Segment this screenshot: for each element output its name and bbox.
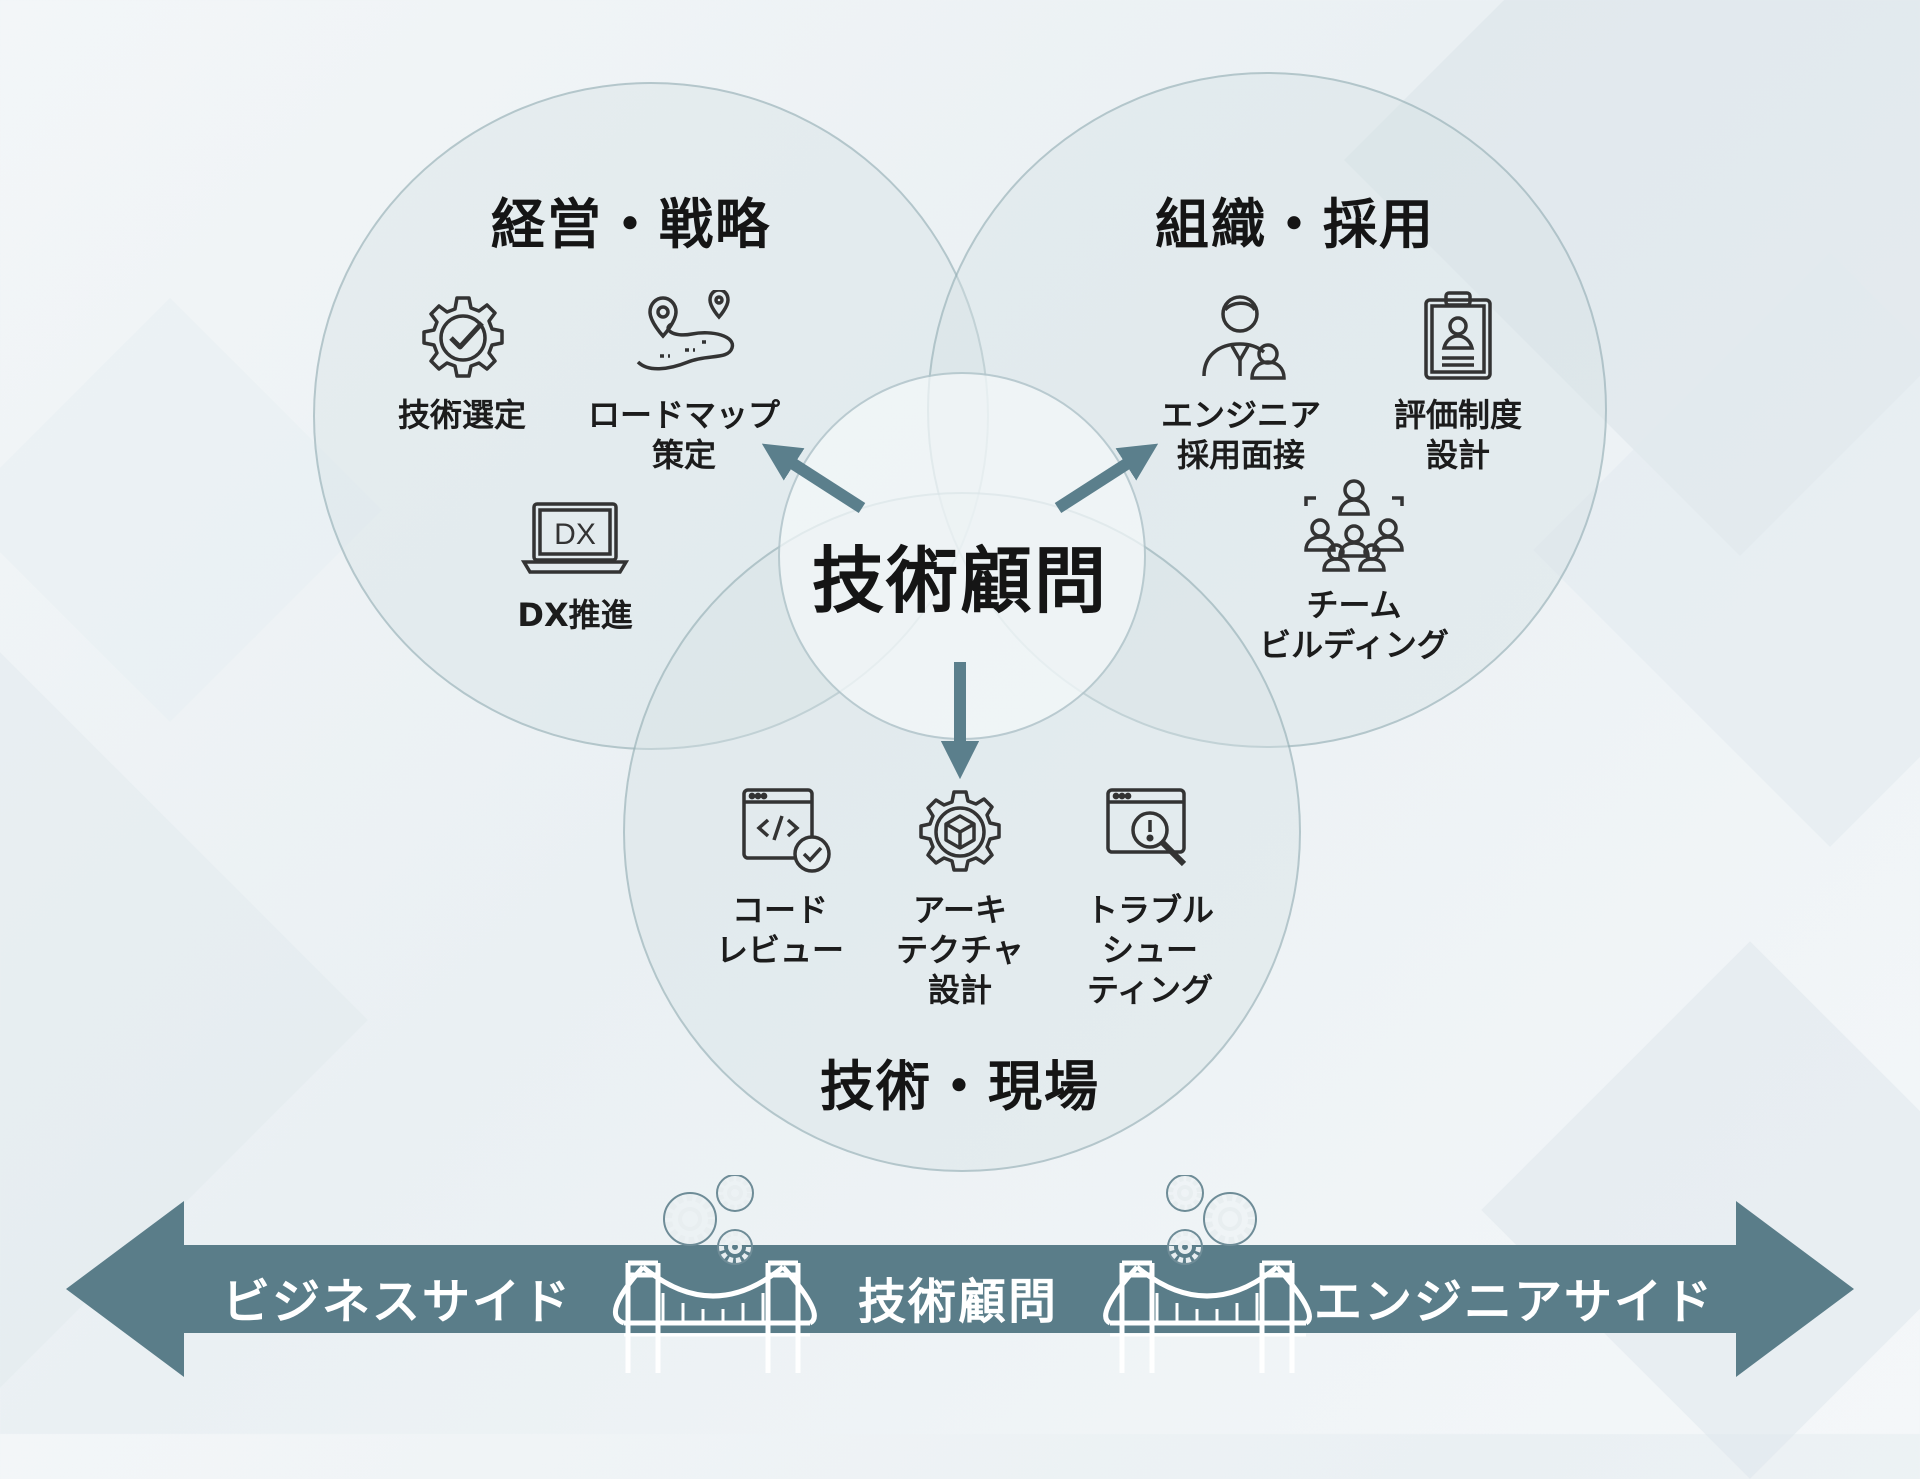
bridge-bar xyxy=(66,1175,1854,1377)
technology-title: 技術・現場 xyxy=(820,1055,1100,1118)
engineer-side-label: エンジニアサイド xyxy=(1314,1274,1715,1330)
item-label-roadmap: ロードマップ 策定 xyxy=(587,396,781,474)
troubleshoot-icon xyxy=(1104,786,1200,876)
item-label-troubleshooting: トラブル シュー ティング xyxy=(1085,891,1215,1009)
gear-check-icon xyxy=(415,290,511,386)
business-side-label: ビジネスサイド xyxy=(222,1274,573,1330)
gear-cube-icon xyxy=(914,786,1006,878)
item-label-tech-selection: 技術選定 xyxy=(397,396,527,434)
item-label-architecture: アーキ テクチャ 設計 xyxy=(896,891,1024,1009)
laptop-dx-text: DX xyxy=(554,518,596,551)
gears-left-outline-icon xyxy=(663,1175,754,1265)
arrow-to-strategy xyxy=(761,443,866,514)
roadmap-icon xyxy=(630,290,740,380)
code-review-icon xyxy=(740,786,836,876)
organization-title: 組織・採用 xyxy=(1155,193,1435,256)
laptop-dx-icon: DX xyxy=(520,498,630,580)
gears-left-icon xyxy=(664,1175,753,1264)
item-label-dx: DX推進 xyxy=(517,596,633,634)
center-title: 技術顧問 xyxy=(811,539,1109,623)
interview-person-icon xyxy=(1196,290,1288,382)
arrows xyxy=(761,443,1159,780)
item-label-code-review: コード レビュー xyxy=(715,891,845,969)
arrow-to-organization xyxy=(1054,443,1159,514)
bridge-left-icon xyxy=(612,1260,817,1373)
bridge-center-label: 技術顧問 xyxy=(858,1274,1059,1330)
team-icon xyxy=(1300,476,1408,572)
double-arrow xyxy=(66,1201,1854,1377)
clipboard-profile-icon xyxy=(1420,290,1496,382)
bridge-right-icon xyxy=(1103,1260,1312,1373)
gears-right-icon xyxy=(1167,1175,1256,1264)
item-label-engineer-interview: エンジニア 採用面接 xyxy=(1160,396,1322,474)
item-label-team-building: チーム ビルディング xyxy=(1259,586,1449,664)
strategy-title: 経営・戦略 xyxy=(491,193,771,256)
gears-right-outline-icon xyxy=(1166,1175,1257,1265)
item-label-evaluation: 評価制度 設計 xyxy=(1393,396,1523,474)
